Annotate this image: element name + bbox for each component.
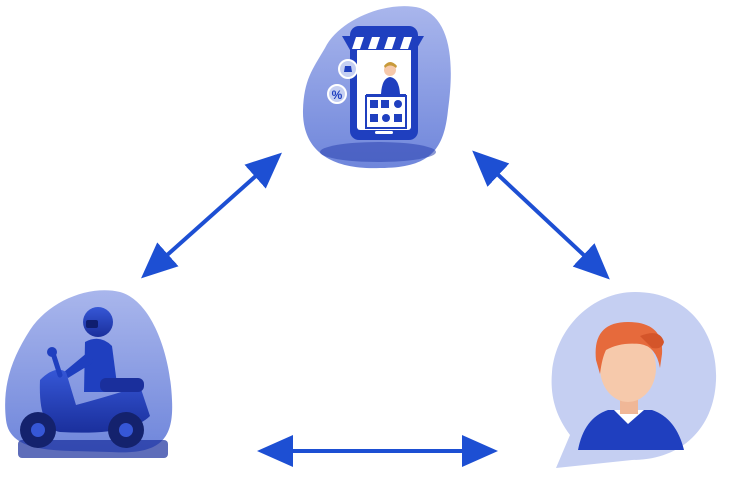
customer-avatar-icon — [551, 292, 717, 468]
arrow-shop-courier — [141, 152, 282, 279]
scooter-courier-icon — [5, 290, 173, 458]
arrow-shop-customer — [472, 150, 610, 280]
mobile-shop-icon: % — [302, 6, 451, 169]
discount-badge-text: % — [332, 88, 343, 102]
